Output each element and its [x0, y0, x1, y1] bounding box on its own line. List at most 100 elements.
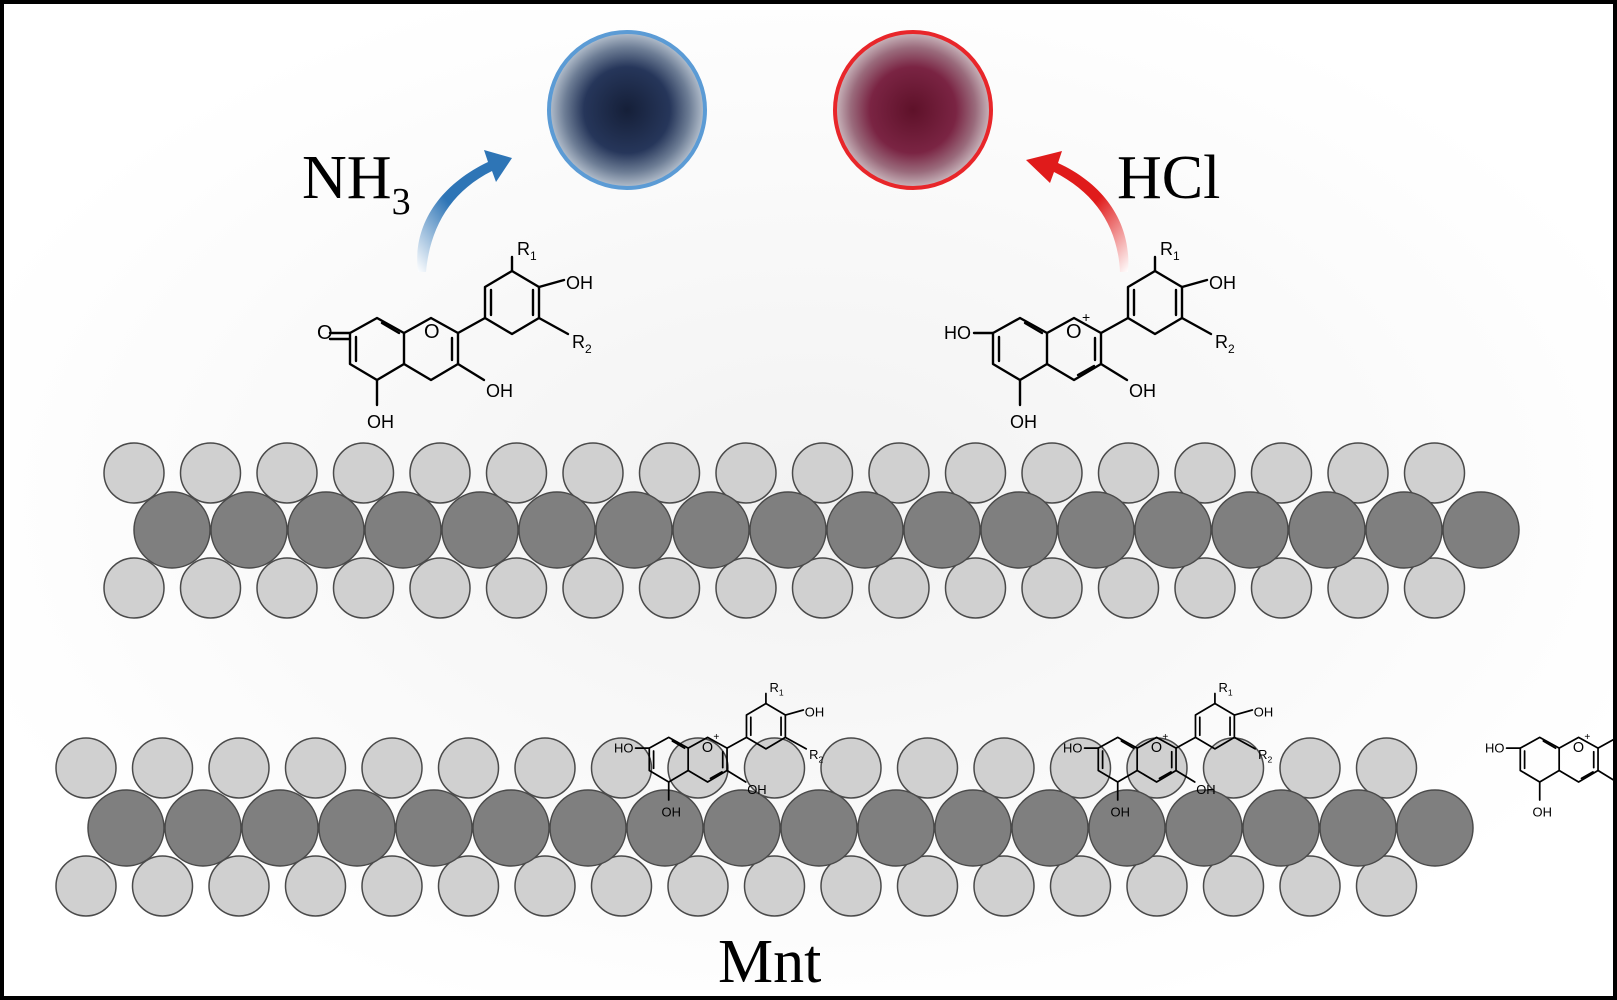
- tetrahedral-atom: [55, 737, 117, 799]
- base-arrow: [417, 150, 512, 272]
- quinoidal-oh-c5: OH: [367, 412, 394, 432]
- tetrahedral-atom: [1403, 442, 1466, 504]
- octahedral-atom: [934, 789, 1012, 867]
- flavylium-oh-c5: OH: [1533, 805, 1552, 820]
- flavylium-r2: R2: [1258, 747, 1272, 765]
- flavylium-oh-c3: OH: [1196, 782, 1215, 797]
- octahedral-atom: [826, 491, 904, 569]
- quinoidal-carbonyl-o: O: [317, 322, 333, 344]
- tetrahedral-atom: [1327, 557, 1389, 619]
- flavylium-charge: +: [713, 732, 719, 743]
- tetrahedral-atom: [1250, 442, 1313, 504]
- flavylium-acid-structure: HO O + OH OH OH R1 R2: [944, 239, 1236, 432]
- tetrahedral-atom: [1174, 442, 1236, 504]
- octahedral-atom: [318, 789, 396, 867]
- base-reagent-label: NH3: [302, 144, 411, 223]
- tetrahedral-atom: [103, 442, 165, 504]
- octahedral-atom: [1088, 789, 1166, 867]
- flavylium-charge: +: [1082, 309, 1090, 325]
- lower-clay-layer: [55, 737, 1474, 917]
- tetrahedral-atom: [791, 557, 854, 619]
- tetrahedral-atom: [944, 442, 1007, 504]
- flavylium-oh-c5: OH: [1010, 412, 1037, 432]
- tetrahedral-atom: [973, 855, 1035, 917]
- tetrahedral-atom: [743, 737, 806, 799]
- tetrahedral-atom: [868, 557, 930, 619]
- quinoidal-oh-c3: OH: [486, 381, 513, 401]
- flavylium-ring-o: O: [1573, 740, 1584, 756]
- tetrahedral-atom: [1250, 557, 1313, 619]
- tetrahedral-atom: [256, 442, 318, 504]
- tetrahedral-atom: [361, 855, 423, 917]
- intercalated-flavylium: HO O + OH OH OH R1 R2: [1063, 680, 1273, 820]
- octahedral-atom: [441, 491, 519, 569]
- octahedral-atom: [903, 491, 981, 569]
- octahedral-atom: [549, 789, 627, 867]
- tetrahedral-atom: [1279, 737, 1341, 799]
- tetrahedral-atom: [715, 557, 777, 619]
- tetrahedral-atom: [1097, 557, 1160, 619]
- acid-sample-powder: [833, 30, 993, 190]
- tetrahedral-atom: [638, 442, 701, 504]
- tetrahedral-atom: [638, 557, 701, 619]
- acid-arrow-icon: [1026, 151, 1129, 272]
- tetrahedral-atom: [55, 855, 117, 917]
- tetrahedral-atom: [590, 855, 653, 917]
- tetrahedral-atom: [437, 737, 500, 799]
- tetrahedral-atom: [1049, 737, 1112, 799]
- octahedral-atom: [1365, 491, 1443, 569]
- flavylium-oh-c5: OH: [1111, 805, 1130, 820]
- octahedral-atom: [1288, 491, 1366, 569]
- tetrahedral-atom: [179, 442, 242, 504]
- flavylium-r2: R2: [1215, 332, 1235, 356]
- substrate-label: Mnt: [718, 928, 821, 996]
- tetrahedral-atom: [590, 737, 653, 799]
- flavylium-oh-c3: OH: [1129, 381, 1156, 401]
- tetrahedral-atom: [179, 557, 242, 619]
- flavylium-ring-o: O: [702, 740, 713, 756]
- tetrahedral-atom: [562, 557, 624, 619]
- tetrahedral-atom: [1202, 855, 1265, 917]
- base-sample-dish: [547, 30, 707, 190]
- octahedral-atom: [1211, 491, 1289, 569]
- octahedral-atom: [241, 789, 319, 867]
- tetrahedral-atom: [820, 737, 882, 799]
- tetrahedral-atom: [562, 442, 624, 504]
- flavylium-ring-o: O: [1066, 321, 1082, 343]
- flavylium-oh-c5: OH: [662, 805, 681, 820]
- acid-reagent-label: HCl: [1117, 144, 1220, 212]
- tetrahedral-atom: [1049, 855, 1112, 917]
- octahedral-atom: [210, 491, 288, 569]
- quinoidal-r1: R1: [517, 239, 537, 263]
- octahedral-atom: [1011, 789, 1089, 867]
- tetrahedral-atom: [1327, 442, 1389, 504]
- flavylium-r1: R1: [770, 680, 784, 698]
- quinoidal-base-structure: O O OH OH OH R1 R2: [317, 239, 593, 432]
- intercalated-flavylium: HO O + OH OH OH R1 R2: [614, 680, 824, 820]
- octahedral-atom: [164, 789, 242, 867]
- tetrahedral-atom: [103, 557, 165, 619]
- tetrahedral-atom: [1021, 557, 1083, 619]
- flavylium-charge: +: [1162, 732, 1168, 743]
- tetrahedral-atom: [820, 855, 882, 917]
- tetrahedral-atom: [896, 855, 959, 917]
- tetrahedral-atom: [409, 442, 471, 504]
- octahedral-atom: [1442, 491, 1520, 569]
- tetrahedral-atom: [208, 855, 270, 917]
- octahedral-atom: [595, 491, 673, 569]
- tetrahedral-atom: [131, 855, 194, 917]
- flavylium-ho-c7: HO: [1485, 740, 1504, 755]
- acid-arrow: [1026, 151, 1129, 272]
- intercalated-flavylium: HO O + OH OH OH R1 R2: [1485, 714, 1617, 820]
- tetrahedral-atom: [1279, 855, 1341, 917]
- tetrahedral-atom: [868, 442, 930, 504]
- flavylium-oh-top: OH: [1254, 704, 1273, 719]
- octahedral-atom: [1242, 789, 1320, 867]
- tetrahedral-atom: [514, 737, 576, 799]
- octahedral-atom: [1165, 789, 1243, 867]
- tetrahedral-atom: [284, 737, 347, 799]
- tetrahedral-atom: [1403, 557, 1466, 619]
- tetrahedral-atom: [332, 442, 395, 504]
- acid-sample-dish: [833, 30, 993, 190]
